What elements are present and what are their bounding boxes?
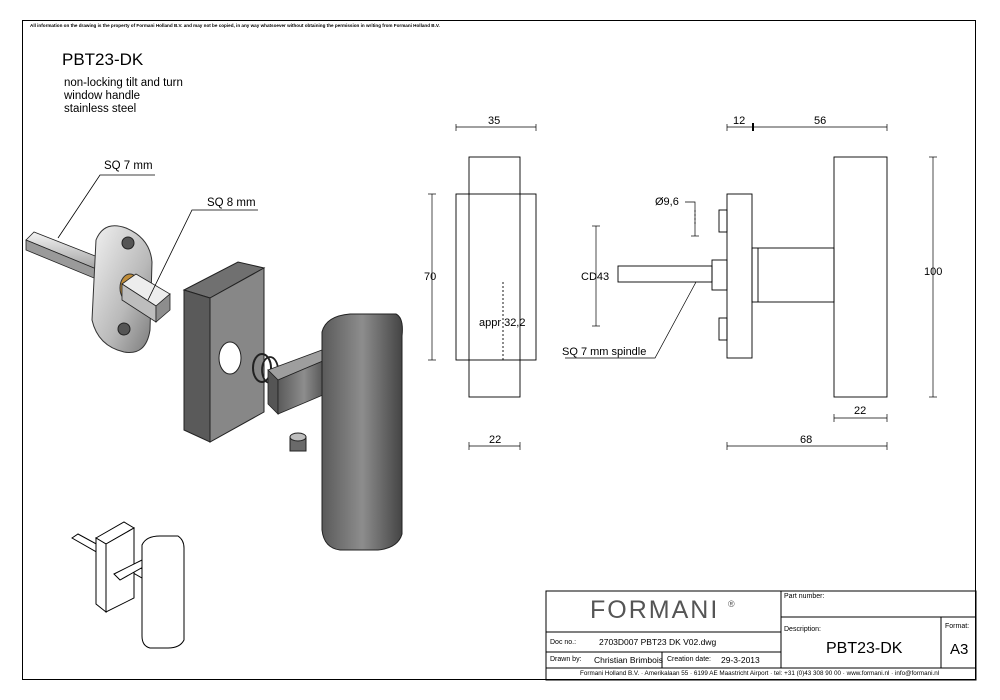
- format-value: A3: [950, 641, 969, 658]
- dim-side-rose: 12: [733, 115, 745, 127]
- exploded-view: SQ 7 mm SQ 8 mm: [25, 160, 403, 551]
- doc-no-value: 2703D007 PBT23 DK V02.dwg: [599, 637, 717, 647]
- callout-diameter: Ø9,6: [655, 196, 679, 208]
- handle-part: [267, 313, 403, 551]
- description-value: PBT23-DK: [826, 640, 903, 657]
- dim-side-grip: 22: [854, 405, 866, 417]
- disclaimer-text: All information on the drawing is the pr…: [30, 23, 440, 28]
- creation-date-label: Creation date:: [667, 656, 711, 663]
- dim-front-height: 70: [424, 271, 436, 283]
- description-line-1: non-locking tilt and turn: [64, 77, 183, 89]
- lineart-view: [71, 521, 185, 649]
- brand-logo: FORMANI: [590, 596, 720, 624]
- front-view: [455, 156, 537, 398]
- creation-date-value: 29-3-2013: [721, 655, 760, 665]
- description-label: Description:: [784, 626, 821, 633]
- sq7-callout: SQ 7 mm: [104, 160, 153, 172]
- sq8-leader: [147, 209, 258, 301]
- format-label: Format:: [945, 623, 970, 630]
- description-line-3: stainless steel: [64, 103, 137, 115]
- backplate-part: [182, 261, 266, 443]
- brand-registered-mark: ®: [728, 599, 735, 609]
- sq7-leader: [57, 174, 155, 239]
- drawing-frame: [22, 20, 976, 680]
- page-title: PBT23-DK: [62, 50, 144, 69]
- o-ring-part: [252, 353, 272, 383]
- dim-front-base: 22: [489, 434, 501, 446]
- doc-no-label: Doc no.:: [550, 639, 577, 646]
- dim-side-total: 68: [800, 434, 812, 446]
- description-line-2: window handle: [64, 90, 141, 102]
- dim-side-handle: 56: [814, 115, 826, 127]
- callout-appr: appr 32,2: [479, 317, 525, 329]
- title-block-grid: [545, 590, 977, 681]
- side-view: [617, 156, 888, 398]
- company-footer: Formani Holland B.V. · Amerikalaan 55 · …: [580, 670, 940, 677]
- part-number-label: Part number:: [784, 593, 825, 600]
- connector-8mm-part: [121, 273, 171, 323]
- drawn-by-label: Drawn by:: [550, 656, 582, 663]
- sq8-callout: SQ 8 mm: [207, 197, 256, 209]
- front-dimensions: [428, 124, 537, 450]
- callout-spindle: SQ 7 mm spindle: [562, 346, 646, 358]
- drawn-by-value: Christian Brimbois: [594, 655, 663, 665]
- dim-front-width: 35: [488, 115, 500, 127]
- callout-cd: CD43: [581, 271, 609, 283]
- dimension-labels: 35 70 22 appr 32,2 12 56 100 22 68 CD43 …: [424, 115, 942, 446]
- side-dimensions: [565, 123, 937, 450]
- grub-screw-part: [289, 432, 307, 452]
- dim-side-height: 100: [924, 266, 942, 278]
